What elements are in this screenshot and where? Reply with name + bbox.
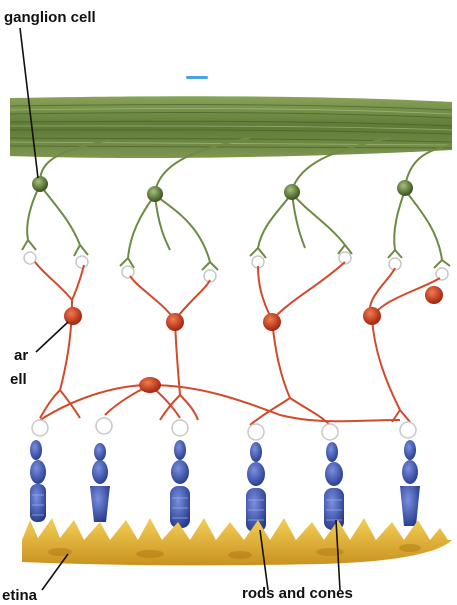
bipolar-processes xyxy=(35,262,440,425)
bipolar-cell-2 xyxy=(166,313,184,331)
bipolar-cell-3 xyxy=(263,313,281,331)
photoreceptor-6 xyxy=(400,440,420,526)
label-rods-and-cones: rods and cones xyxy=(242,586,353,601)
ganglion-cell-2 xyxy=(147,186,163,202)
photoreceptors xyxy=(30,440,420,532)
label-bipolar-line-2: ell xyxy=(10,372,27,387)
accent-mark xyxy=(186,76,208,79)
photoreceptor-1 xyxy=(30,440,46,522)
ganglion-cell-1 xyxy=(32,176,48,192)
label-ganglion-cell: ganglion cell xyxy=(4,10,96,25)
leader-line-bipolar xyxy=(36,322,68,352)
upper-synapses xyxy=(24,252,448,282)
ganglion-cells xyxy=(32,176,413,202)
photoreceptor-3 xyxy=(170,440,190,528)
ganglion-cell-4 xyxy=(397,180,413,196)
pigment-epithelium xyxy=(22,518,452,565)
photoreceptor-2 xyxy=(90,443,110,522)
bipolar-cell-4 xyxy=(363,307,381,325)
photoreceptor-5 xyxy=(324,442,344,530)
bipolar-terminal xyxy=(425,286,443,304)
label-retina: etina xyxy=(2,588,37,603)
ganglion-cell-3 xyxy=(284,184,300,200)
photoreceptor-4 xyxy=(246,442,266,532)
horizontal-cell xyxy=(139,377,161,393)
label-bipolar-line-1: ar xyxy=(14,348,28,363)
